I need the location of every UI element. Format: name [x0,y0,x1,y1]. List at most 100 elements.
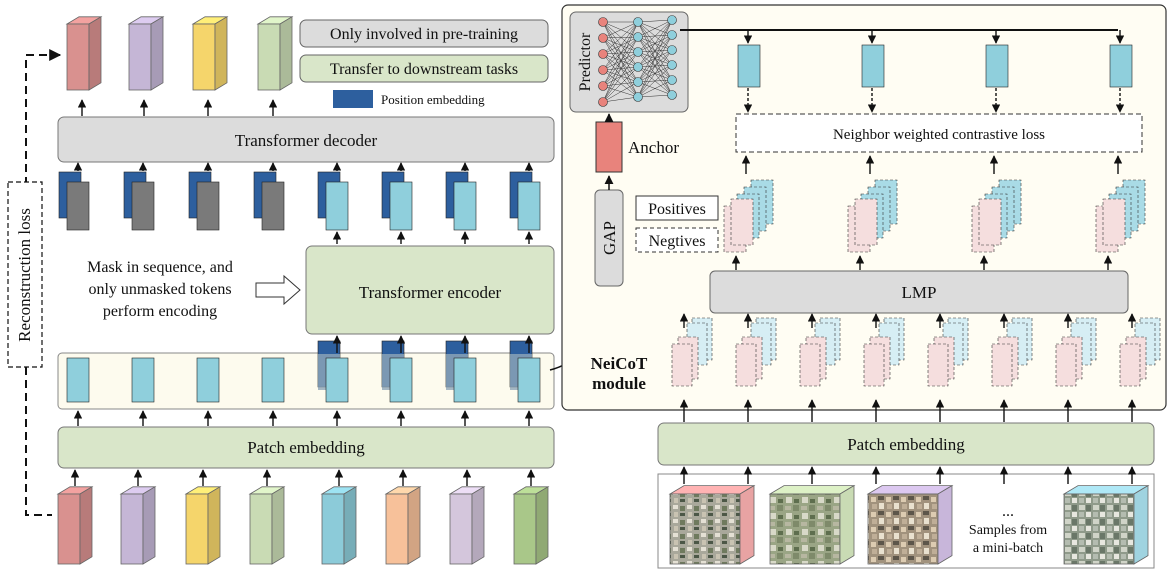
samples-label-1: Samples from [969,523,1047,538]
sample-image-cube [768,484,856,565]
legend-pretrain-label: Only involved in pre-training [330,26,518,43]
legend-position-label: Position embedding [381,92,485,107]
input-patch-cube [119,486,157,565]
network-edge [602,36,639,103]
cube-side-face [88,16,102,91]
network-edge [637,64,673,98]
reconstructed-patches [65,16,294,116]
mask-token [131,181,155,231]
cube-front-face [66,23,90,91]
output-neuron [667,45,677,55]
negative-token [854,198,878,246]
cube-front-face [257,23,281,91]
transformer-encoder-label: Transformer encoder [359,283,502,302]
mask-token [196,181,220,231]
patch-token [517,357,541,403]
cube-front-face [192,23,216,91]
cube-side-face [79,486,93,565]
predicted-embedding [985,44,1009,88]
cube-side-face [207,486,221,565]
mask-note-arrow-icon [255,274,301,306]
batch-token [735,343,757,387]
contrastive-loss-box [735,113,1143,153]
reconstruction-loss-path: Reconstruction loss [7,49,62,516]
network-edge [602,96,639,103]
loss-line-bottom [25,367,52,516]
network-edge [602,81,639,87]
samples-ellipsis: ... [1002,503,1014,520]
patch-embedding-left-label: Patch embedding [247,438,365,457]
patch-token [131,357,155,403]
encoded-token [325,181,349,231]
legend-pretrain-box [299,19,549,48]
patch-token [66,357,90,403]
network-edge [602,21,639,71]
patch-token [453,357,477,403]
mask-note-line-1: Mask in sequence, and [87,259,233,276]
reconstructed-patch [65,16,103,91]
network-edge [602,21,639,68]
network-edge [637,19,673,38]
network-edge [637,94,673,98]
batch-token [991,343,1013,387]
neicot-module-label-2: module [592,374,646,393]
cube-front-face [128,23,152,91]
batch-token [671,343,693,387]
cube-side-face [343,486,357,565]
output-neuron [667,15,677,25]
batch-token-stacks [671,313,1161,422]
encoded-token [517,181,541,231]
predictor-network-icon [598,15,677,107]
network-edge [602,21,639,39]
transformer-decoder-label: Transformer decoder [235,131,378,150]
network-edge [602,21,639,98]
predicted-embedding [1109,44,1133,88]
cube-front-face [513,493,537,565]
anchor-token [595,121,623,173]
transformer-decoder [57,116,555,163]
network-edge [637,79,673,98]
cube-side-face [142,486,156,565]
reconstruction-loss-label: Reconstruction loss [15,208,34,342]
network-edge [602,51,639,55]
network-edge [637,19,673,83]
neicot-module-label-1: NeiCoT [591,354,648,373]
network-edge [602,53,639,68]
network-edge [602,21,639,83]
mini-batch-sample-images [668,466,1150,565]
hidden-neuron [633,92,643,102]
negative-token [1102,198,1126,246]
input-neuron [598,65,608,75]
cube-side-face [535,486,549,565]
sample-satellite-image [669,493,741,565]
negative-token [730,198,754,246]
negatives-box [635,227,719,253]
sample-satellite-image [769,493,841,565]
decoder-input-tokens [58,162,541,244]
input-patch-cube [384,486,422,565]
network-edge [602,37,639,68]
input-patch-cube [320,486,358,565]
network-edge [637,49,673,98]
negatives-label: Negtives [649,233,706,250]
legend: Only involved in pre-training Transfer t… [299,19,549,108]
sample-image-cube [1062,484,1150,565]
negative-token [978,198,1002,246]
reconstructed-patch [256,16,294,91]
network-edge [602,85,639,98]
encoded-token [453,181,477,231]
input-patch-cube [248,486,286,565]
cube-front-face [57,493,81,565]
cube-front-face [249,493,273,565]
network-edge [602,53,639,83]
input-neuron [598,97,608,107]
patch-token-sequence [66,335,541,426]
network-edge [602,37,639,98]
cube-front-face [385,493,409,565]
network-edge [602,36,639,55]
cube-side-face [279,16,293,91]
hidden-neuron [633,17,643,27]
network-edge [602,51,639,103]
batch-token [927,343,949,387]
network-edge [602,66,639,87]
